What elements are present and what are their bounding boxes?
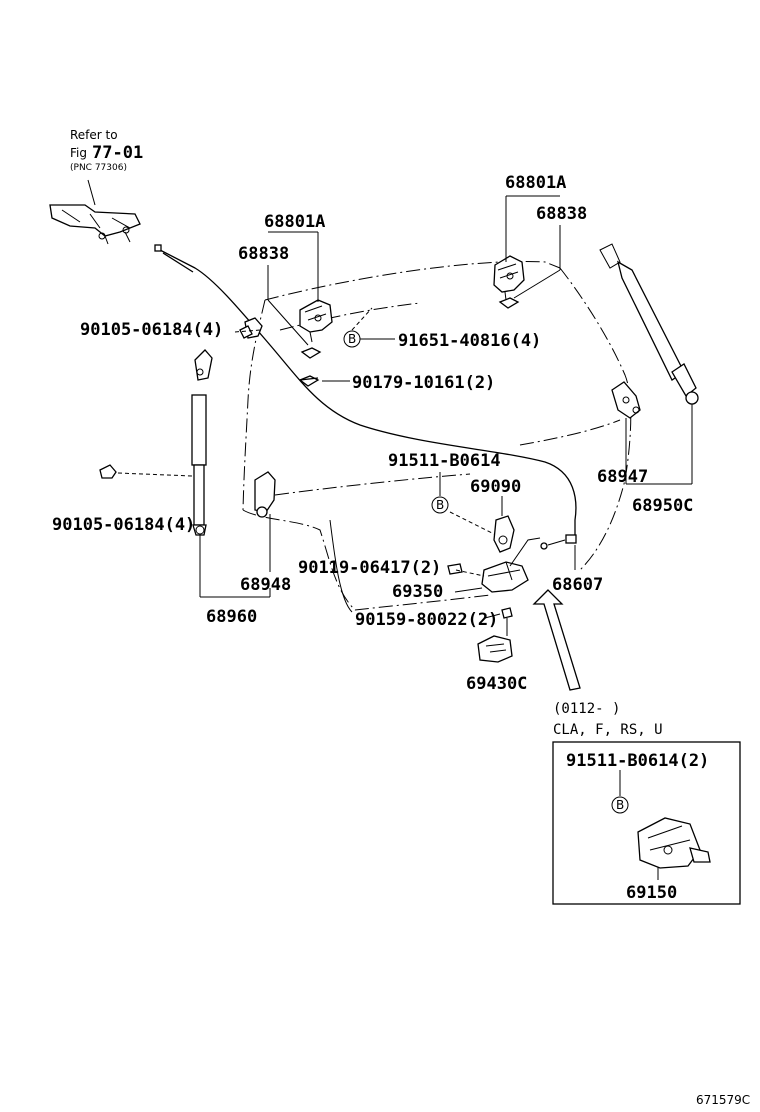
b-badge-lock: B xyxy=(431,496,449,514)
left-stay xyxy=(99,317,276,536)
b-badge-hinge: B xyxy=(343,330,361,348)
inset-models: CLA, F, RS, U xyxy=(553,722,663,738)
svg-text:B: B xyxy=(616,798,624,812)
label-91651: 91651-40816(4) xyxy=(398,331,541,351)
inset-box xyxy=(552,741,741,905)
label-68838-right: 68838 xyxy=(536,204,587,224)
svg-text:B: B xyxy=(348,332,356,346)
label-91511: 91511-B0614 xyxy=(388,451,501,471)
leader-lines xyxy=(117,195,693,880)
label-90159: 90159-80022(2) xyxy=(355,610,498,630)
label-69430c: 69430C xyxy=(466,674,527,694)
release-cable xyxy=(154,244,577,550)
fasteners xyxy=(239,325,319,381)
right-stay xyxy=(599,243,699,419)
b-badge-inset: B xyxy=(611,796,629,814)
refer-to-text: Refer to xyxy=(70,128,118,142)
label-68838-left: 68838 xyxy=(238,244,289,264)
label-69350: 69350 xyxy=(392,582,443,602)
label-68607: 68607 xyxy=(552,575,603,595)
lock-assembly xyxy=(447,515,541,593)
refer-hinge-assembly xyxy=(49,179,141,245)
label-90105-top: 90105-06184(4) xyxy=(80,320,223,340)
hinge-right xyxy=(493,255,525,309)
callout-arrow xyxy=(532,589,581,691)
label-68801a-right: 68801A xyxy=(505,173,566,193)
inset-label-91511: 91511-B0614(2) xyxy=(566,751,709,771)
label-68948: 68948 xyxy=(240,575,291,595)
refer-pnc: (PNC 77306) xyxy=(70,163,127,173)
label-90179: 90179-10161(2) xyxy=(352,373,495,393)
refer-fig-number: 77-01 xyxy=(92,143,143,163)
diagram-code: 671579C xyxy=(696,1093,750,1107)
striker-assembly xyxy=(477,607,513,663)
label-68947: 68947 xyxy=(597,467,648,487)
label-69090: 69090 xyxy=(470,477,521,497)
label-68960: 68960 xyxy=(206,607,257,627)
svg-text:B: B xyxy=(436,498,444,512)
hinge-left xyxy=(298,299,333,387)
refer-fig-prefix: Fig xyxy=(70,146,87,160)
label-68801a-left: 68801A xyxy=(264,212,325,232)
label-90119: 90119-06417(2) xyxy=(298,558,441,578)
label-68950c: 68950C xyxy=(632,496,693,516)
label-90105-mid: 90105-06184(4) xyxy=(52,515,195,535)
inset-label-69150: 69150 xyxy=(626,883,677,903)
inset-date-range: (0112- ) xyxy=(553,701,620,717)
